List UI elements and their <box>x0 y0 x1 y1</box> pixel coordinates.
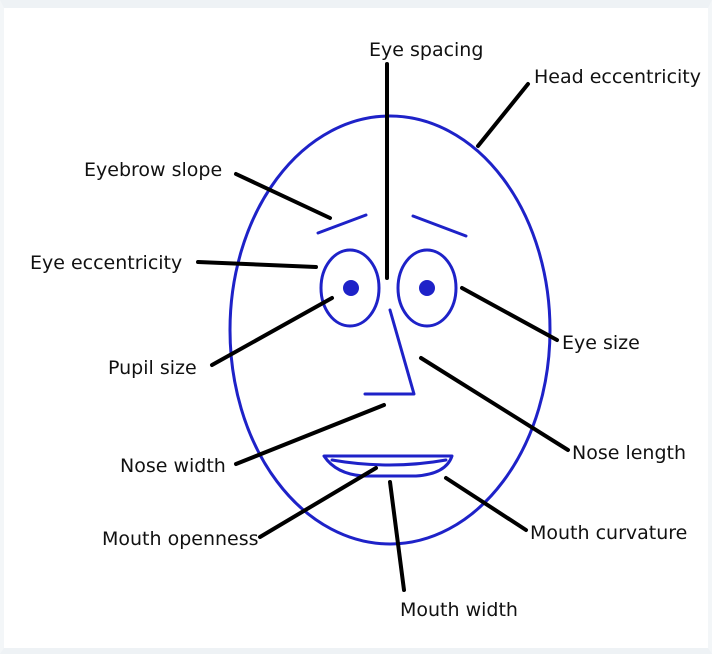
label-nose-length: Nose length <box>572 442 686 464</box>
label-mouth-width: Mouth width <box>400 599 518 621</box>
label-eye-eccentricity: Eye eccentricity <box>30 252 182 274</box>
mouth-openness-leader <box>260 468 376 537</box>
right-eyebrow <box>413 216 466 236</box>
mouth-inner-line <box>332 460 446 465</box>
label-nose-width: Nose width <box>120 455 226 477</box>
labels: Eye spacing Head eccentricity Eyebrow sl… <box>30 39 701 621</box>
label-head-eccentricity: Head eccentricity <box>534 66 701 88</box>
right-pupil <box>419 280 435 296</box>
label-mouth-curvature: Mouth curvature <box>530 522 687 544</box>
label-eye-size: Eye size <box>562 332 640 354</box>
label-eyebrow-slope: Eyebrow slope <box>84 159 222 181</box>
head-eccentricity-leader <box>478 84 528 146</box>
eye-size-leader <box>462 288 557 340</box>
nose <box>365 310 414 394</box>
leader-lines <box>198 64 568 590</box>
label-mouth-openness: Mouth openness <box>102 528 259 550</box>
label-eye-spacing: Eye spacing <box>369 39 483 61</box>
eye-eccentricity-leader <box>198 262 316 267</box>
eyebrow-slope-leader <box>236 174 330 218</box>
mouth-width-leader <box>390 482 404 590</box>
label-pupil-size: Pupil size <box>108 357 197 379</box>
left-pupil <box>343 280 359 296</box>
